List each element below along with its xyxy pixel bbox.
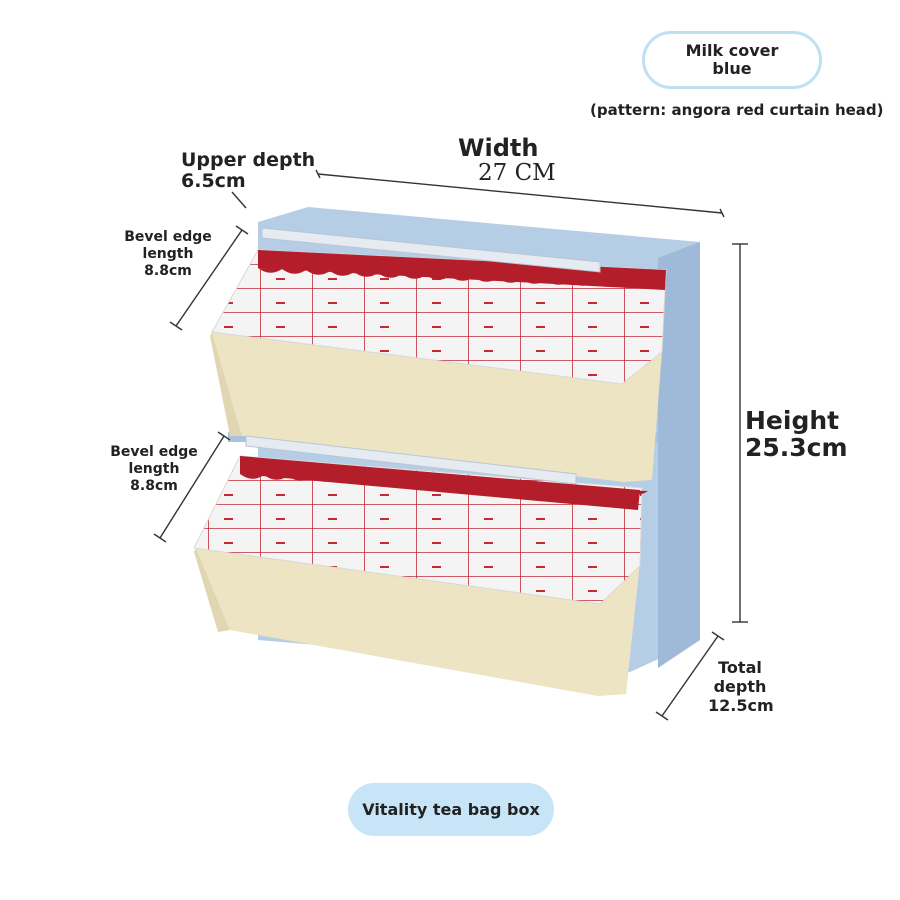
product-name-badge: Vitality tea bag box (348, 783, 554, 836)
product-name: Vitality tea bag box (362, 800, 540, 819)
dimension-lines (153, 169, 748, 721)
width-value: 27 CM (478, 160, 556, 186)
lower-drawer-side (194, 548, 230, 632)
pattern-note: (pattern: angora red curtain head) (590, 101, 884, 119)
color-badge: Milk cover blue (642, 31, 822, 89)
width-label: Width (458, 134, 539, 162)
bevel-top-line3: 8.8cm (144, 263, 192, 279)
upper-depth-title: Upper depth (181, 149, 316, 171)
bevel-bottom-line1: Bevel edge (110, 444, 198, 460)
bevel-top-line2: length (142, 246, 194, 262)
total-depth-label: Total depth 12.5cm (708, 658, 774, 715)
height-title: Height (745, 406, 840, 435)
bevel-top-line1: Bevel edge (124, 229, 212, 245)
total-depth-dimension-line (661, 635, 719, 717)
total-depth-line2: depth (713, 677, 767, 696)
upper-lid-hinge (261, 227, 601, 273)
upper-depth-dimension-line (231, 191, 247, 209)
bevel-bottom-line2: length (128, 461, 180, 477)
total-depth-line1: Total (718, 658, 762, 677)
bevel-edge-top-label: Bevel edge length 8.8cm (118, 229, 218, 280)
color-badge-line2: blue (712, 59, 752, 78)
bevel-bottom-line3: 8.8cm (130, 478, 178, 494)
width-dimension-line (317, 173, 723, 214)
lower-lid-scallop (240, 474, 648, 495)
color-badge-line1: Milk cover (685, 41, 779, 60)
frame-right-side (658, 242, 700, 668)
upper-drawer-side (210, 332, 242, 436)
upper-lid-scallop (258, 268, 666, 289)
bevel-bottom-dimension-line (159, 435, 225, 539)
height-value: 25.3cm (745, 433, 848, 462)
bevel-top-dimension-line (175, 229, 243, 327)
upper-lid-curtain (258, 250, 666, 290)
upper-depth-label: Upper depth 6.5cm (181, 150, 315, 192)
upper-depth-value: 6.5cm (181, 170, 246, 192)
bevel-edge-bottom-label: Bevel edge length 8.8cm (104, 444, 204, 495)
total-depth-line3: 12.5cm (708, 696, 774, 715)
height-label: Height 25.3cm (745, 407, 848, 461)
lower-lid-hinge (245, 435, 577, 485)
